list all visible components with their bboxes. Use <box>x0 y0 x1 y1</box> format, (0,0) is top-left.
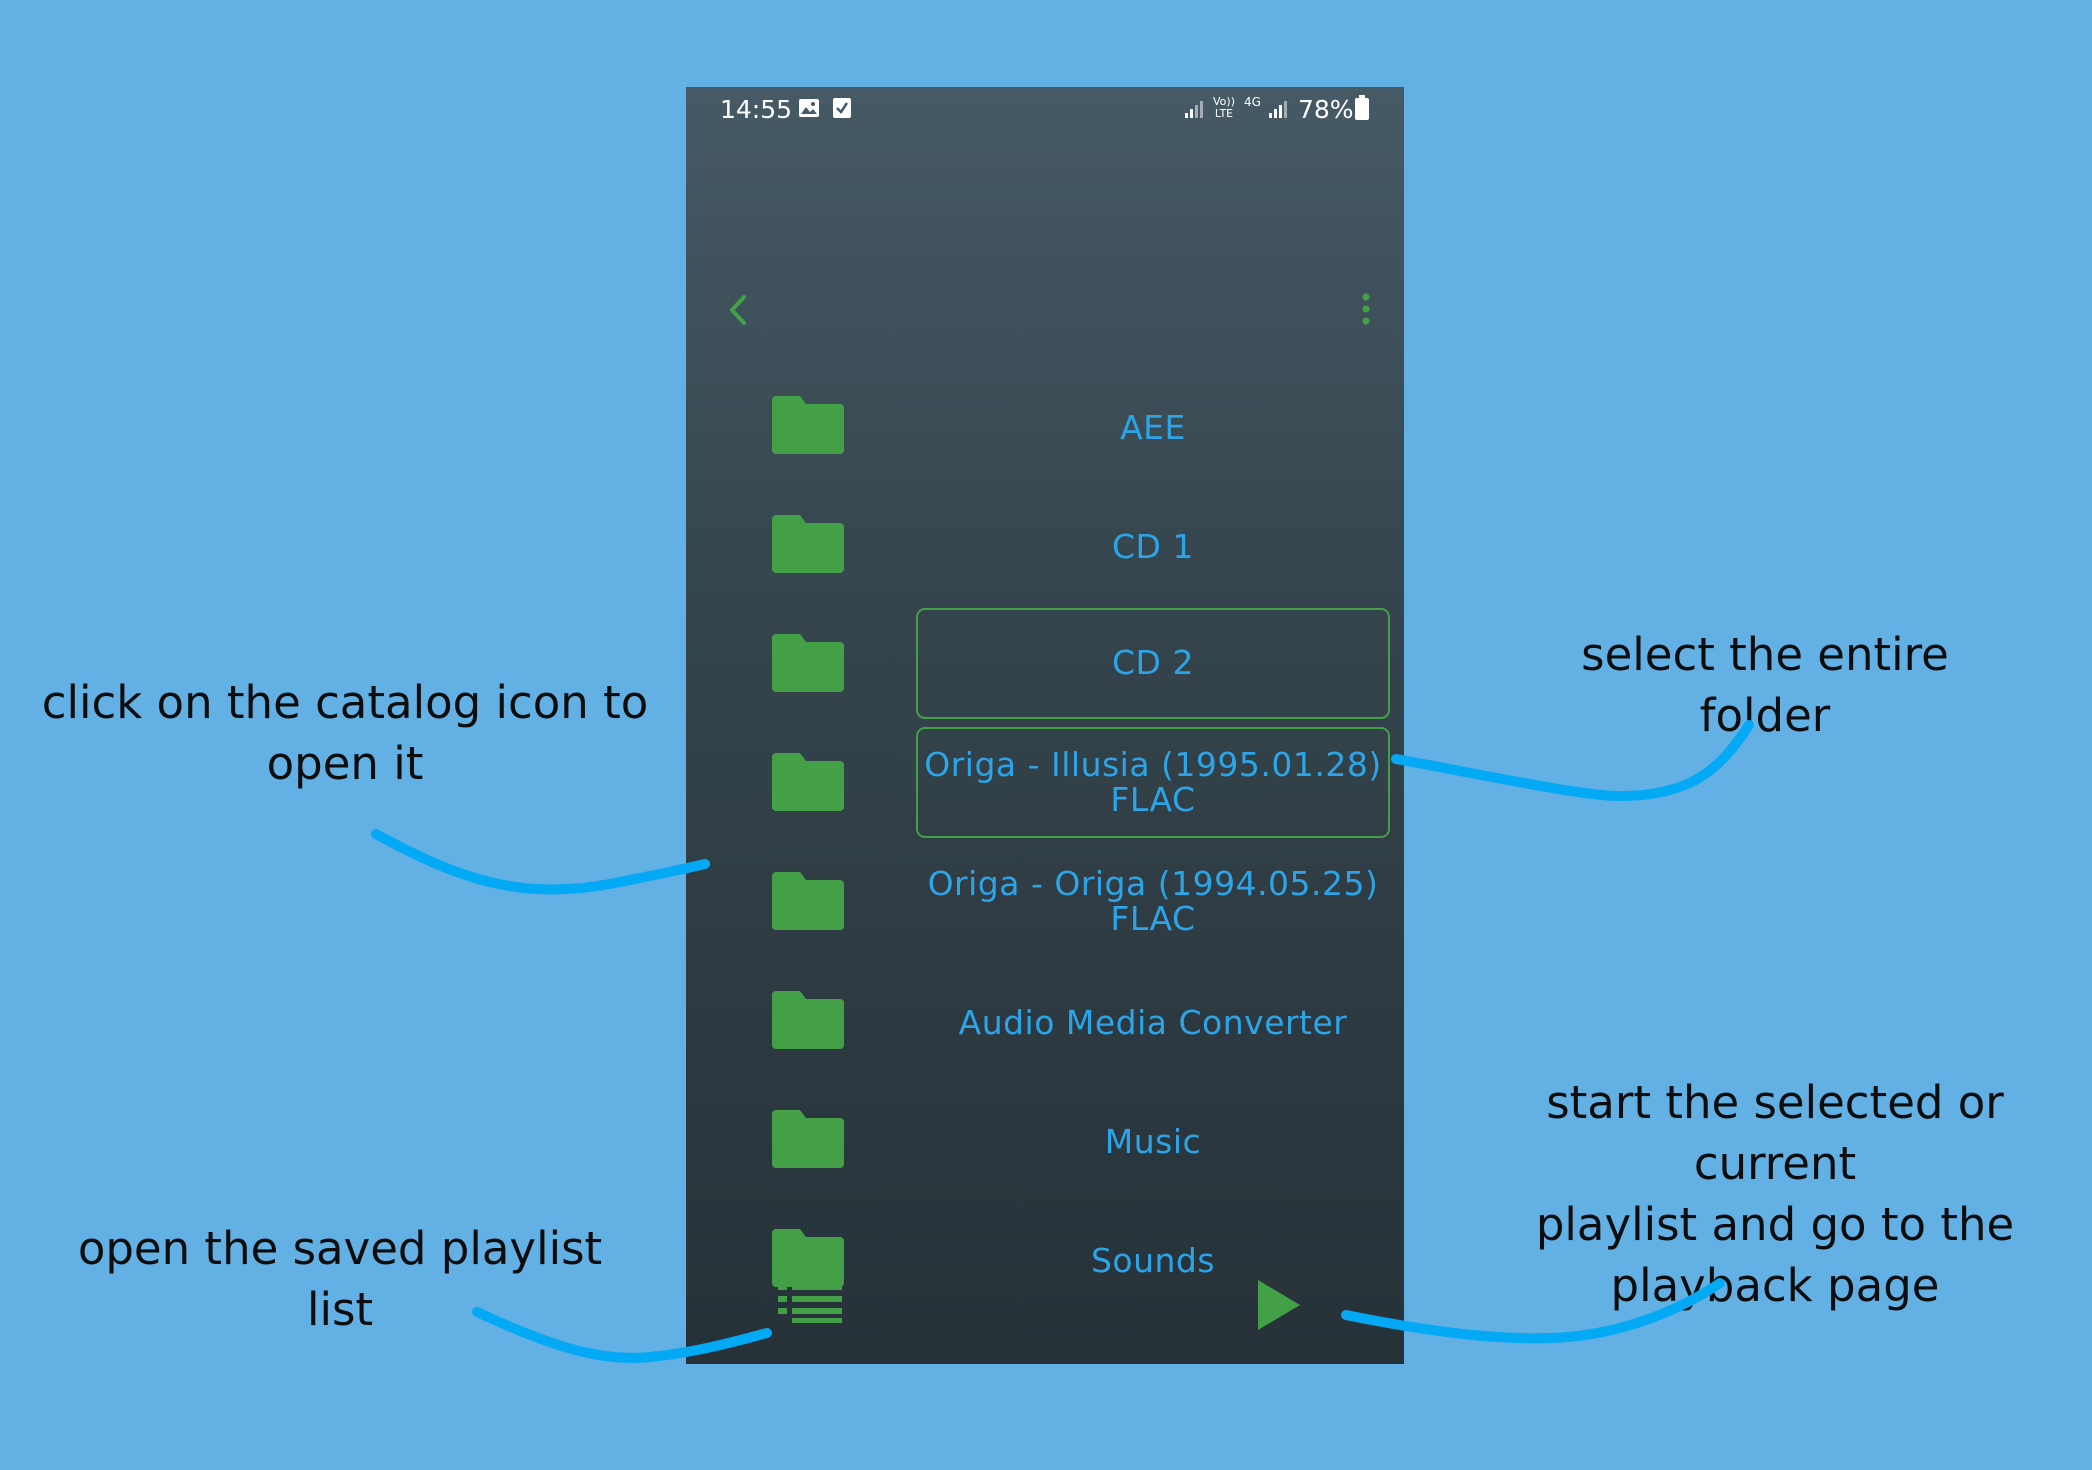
annotation-select-folder: select the entire folder <box>1510 624 2020 746</box>
folder-row-origa-origa: Origa - Origa (1994.05.25) FLAC <box>686 845 1404 964</box>
back-button[interactable] <box>720 285 760 335</box>
folder-name-line1: AEE <box>1120 408 1186 448</box>
more-options-button[interactable] <box>1346 285 1386 335</box>
folder-icon[interactable] <box>772 634 844 692</box>
annotation-line: open the saved playlist list <box>77 1222 603 1336</box>
folder-row-aee: AEE <box>686 369 1404 488</box>
volte-label: Vo)) LTE <box>1213 95 1235 120</box>
phone-screen: 14:55 Vo)) LTE 4G <box>686 87 1404 1364</box>
pointer-curve-catalog <box>371 829 710 895</box>
folder-name-line1: Music <box>1104 1122 1202 1162</box>
folder-name[interactable]: Music <box>916 1087 1390 1198</box>
folder-name[interactable]: CD 1 <box>916 492 1390 603</box>
folder-name-line1: CD 2 <box>1112 643 1194 683</box>
folder-name-line1: Origa - Origa (1994.05.25) <box>927 863 1379 903</box>
chevron-left-icon <box>730 295 746 325</box>
annotation-line: start the selected or current <box>1546 1076 2004 1190</box>
image-icon <box>799 99 819 117</box>
annotation-saved-playlist: open the saved playlist list <box>40 1218 640 1340</box>
folder-name-line1: Sounds <box>1090 1241 1216 1281</box>
saved-playlists-button[interactable] <box>778 1280 844 1326</box>
play-button[interactable] <box>1248 1275 1302 1335</box>
folder-name[interactable]: Origa - Origa (1994.05.25) FLAC <box>916 846 1390 957</box>
status-bar: 14:55 Vo)) LTE 4G <box>686 87 1404 131</box>
battery-percent: 78% <box>1298 95 1354 124</box>
folder-name-line2: FLAC <box>1110 898 1196 938</box>
network-4g-label: 4G <box>1244 95 1261 109</box>
folder-row-audio-media-converter: Audio Media Converter <box>686 964 1404 1083</box>
folder-row-cd1: CD 1 <box>686 488 1404 607</box>
annotation-line: click on the catalog icon to <box>41 676 649 729</box>
folder-name-line1: CD 1 <box>1112 527 1194 567</box>
folder-name-line1: Origa - Illusia (1995.01.28) <box>924 744 1382 784</box>
folder-name-selected[interactable]: Origa - Illusia (1995.01.28) FLAC <box>916 727 1390 838</box>
folder-row-music: Music <box>686 1083 1404 1202</box>
folder-name[interactable]: AEE <box>916 373 1390 484</box>
annotation-line: select the entire folder <box>1581 628 1949 742</box>
annotation-start-playlist: start the selected or current playlist a… <box>1470 1072 2080 1316</box>
folder-name-line2: FLAC <box>1110 779 1196 819</box>
annotation-line: playback page <box>1610 1259 1940 1312</box>
folder-icon[interactable] <box>772 396 844 454</box>
folder-row-cd2: CD 2 <box>686 607 1404 726</box>
folder-icon[interactable] <box>772 515 844 573</box>
folder-icon[interactable] <box>772 991 844 1049</box>
signal-icon <box>1185 101 1203 118</box>
status-time: 14:55 <box>720 95 793 124</box>
folder-icon[interactable] <box>772 872 844 930</box>
folder-name[interactable]: Audio Media Converter <box>916 968 1390 1079</box>
more-vert-icon <box>1362 293 1370 325</box>
annotation-line: playlist and go to the <box>1535 1198 2015 1251</box>
folder-icon[interactable] <box>772 1229 844 1287</box>
check-icon <box>833 98 851 118</box>
annotation-line: open it <box>266 737 424 790</box>
folder-name-line1: Audio Media Converter <box>958 1003 1348 1043</box>
folder-row-sounds: Sounds <box>686 1202 1404 1321</box>
folder-name-selected[interactable]: CD 2 <box>916 608 1390 719</box>
signal-icon <box>1269 101 1287 118</box>
folder-icon[interactable] <box>772 753 844 811</box>
play-icon <box>1258 1280 1300 1330</box>
playlist-icon <box>778 1284 842 1323</box>
folder-row-origa-illusia: Origa - Illusia (1995.01.28) FLAC <box>686 726 1404 845</box>
annotation-catalog-icon: click on the catalog icon to open it <box>40 672 650 794</box>
battery-icon <box>1355 95 1369 120</box>
folder-icon[interactable] <box>772 1110 844 1168</box>
folder-name[interactable]: Sounds <box>916 1206 1390 1317</box>
